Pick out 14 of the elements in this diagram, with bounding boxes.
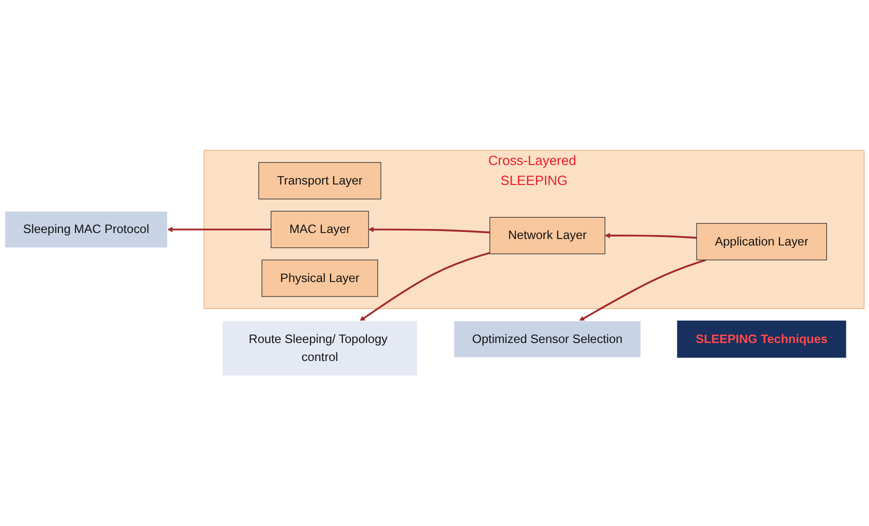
node-box: Physical Layer <box>262 260 378 297</box>
node-box: Transport Layer <box>258 162 382 200</box>
arrow <box>604 232 697 239</box>
node-box: SLEEPING Techniques <box>677 320 846 358</box>
node-box: MAC Layer <box>270 210 369 248</box>
arrow <box>360 252 490 322</box>
node-box: Network Layer <box>490 216 606 254</box>
arrow <box>167 226 272 232</box>
arrow <box>368 226 490 234</box>
arrow <box>579 259 706 322</box>
node-box: Optimized Sensor Selection <box>454 320 642 358</box>
node-box: Application Layer <box>696 223 827 260</box>
node-box: Sleeping MAC Protocol <box>4 210 168 248</box>
node-box: Route Sleeping/ Topology control <box>222 320 418 376</box>
